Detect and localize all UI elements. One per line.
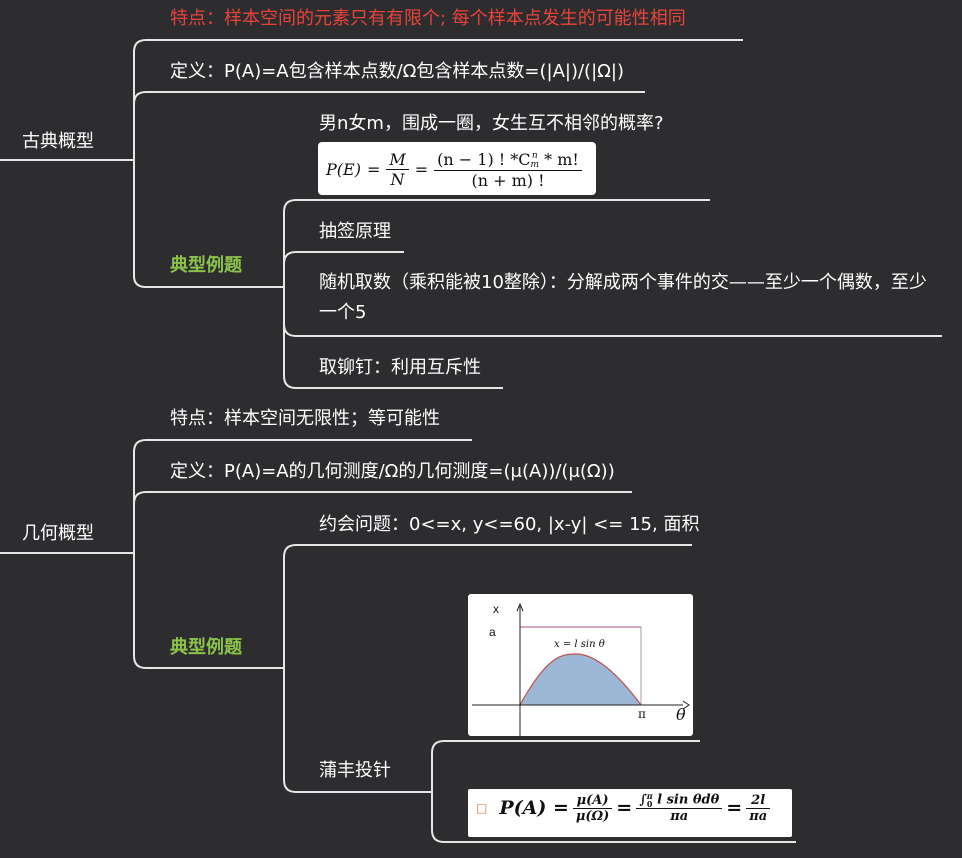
- fraction-numerator: μ(A): [572, 793, 613, 809]
- connector-classical-examples: [133, 160, 284, 288]
- geometric-feature[interactable]: 特点：样本空间无限性；等可能性: [170, 408, 440, 429]
- graph-a-label: a: [489, 625, 496, 639]
- fraction-numerator: M: [386, 150, 409, 171]
- topic-classical[interactable]: 古典概型: [22, 131, 94, 152]
- buffon-fraction-3: 2l πa: [746, 793, 771, 824]
- connector-classical-trunk: [133, 39, 743, 160]
- binom-sub: m: [530, 159, 540, 170]
- buffon-graph: x a x = l sin θ π θ: [468, 594, 693, 736]
- fraction-denominator: N: [390, 170, 405, 190]
- fraction-denominator: (n + m) !: [471, 170, 545, 190]
- equals-sign: =: [616, 797, 633, 819]
- sine-curve: [519, 653, 642, 706]
- connector-geometric-definition: [133, 491, 632, 553]
- graph-theta-label: θ: [676, 705, 686, 724]
- connector-classical-definition: [133, 91, 645, 160]
- y-axis-arrow: [516, 602, 524, 612]
- integral-body: l sin θdθ: [657, 792, 720, 808]
- fraction-denominator: πa: [749, 808, 768, 824]
- classical-examples-label[interactable]: 典型例题: [170, 255, 242, 276]
- equals-sign: =: [726, 797, 743, 819]
- example-meeting-problem[interactable]: 约会问题：0<=x, y<=60, |x-y| <= 15, 面积: [319, 514, 700, 535]
- connector-geometric-feature: [133, 439, 472, 553]
- graph-curve-label: x = l sin θ: [554, 639, 605, 650]
- connector-examples-q-circle: [283, 199, 710, 287]
- x-axis-arrow: [682, 700, 690, 710]
- formula-lhs: P(E): [326, 160, 361, 180]
- numerator-tail: * m!: [539, 150, 579, 169]
- buffon-fraction-1: μ(A) μ(Ω): [572, 793, 613, 824]
- geometric-examples-label[interactable]: 典型例题: [170, 637, 242, 658]
- integral-sign: ∫: [639, 792, 647, 808]
- numerator-main: (n − 1) ! *C: [437, 150, 531, 169]
- definition-prefix: 定义：: [170, 461, 224, 482]
- example-rivet[interactable]: 取铆钉：利用互斥性: [319, 357, 481, 378]
- buffon-graph-svg: [472, 602, 690, 736]
- curve-area: [520, 654, 641, 705]
- connector-examples-q-rivet: [283, 287, 503, 389]
- fraction-m-over-n: M N: [386, 150, 409, 190]
- example-lottery[interactable]: 抽签原理: [319, 221, 391, 242]
- connector-examples-q-draw: [283, 251, 404, 287]
- fraction-numerator: 2l: [746, 793, 771, 809]
- integral-lower: 0: [646, 799, 653, 809]
- example-random-number[interactable]: 随机取数（乘积能被10整除）：分解成两个事件的交——至少一个偶数，至少一个5: [319, 272, 927, 323]
- connector-buffon-graph: [431, 740, 700, 792]
- connector-g-q-meeting: [283, 544, 692, 668]
- graph-x-label: x: [493, 602, 499, 616]
- geometric-definition[interactable]: 定义：P(A)=A的几何测度/Ω的几何测度=(μ(A))/(μ(Ω)): [170, 460, 615, 484]
- checkbox-icon[interactable]: □: [476, 801, 488, 815]
- buffon-lhs: P(A) =: [499, 797, 569, 819]
- fraction-denominator: μ(Ω): [575, 808, 610, 824]
- connector-buffon-formula: [431, 792, 796, 843]
- example-circle-seating[interactable]: 男n女m，围成一圈，女生互不相邻的概率?: [319, 113, 664, 134]
- connector-geometric-examples: [133, 553, 284, 669]
- binom-sup: n: [531, 150, 538, 161]
- classical-definition[interactable]: 定义：P(A)=A包含样本点数/Ω包含样本点数=(|A|)/(|Ω|): [170, 61, 624, 82]
- topic-geometric[interactable]: 几何概型: [22, 523, 94, 544]
- connector-g-q-buffon: [283, 668, 432, 793]
- graph-pi-label: π: [638, 707, 646, 721]
- definition-rest: P(A)=A的几何测度/Ω的几何测度=(μ(A))/(μ(Ω)): [224, 461, 615, 482]
- classical-feature[interactable]: 特点：样本空间的元素只有有限个; 每个样本点发生的可能性相同: [170, 8, 686, 29]
- integral-upper: π: [646, 791, 653, 801]
- equals-sign: =: [414, 160, 429, 180]
- equals-sign: =: [366, 160, 381, 180]
- fraction-denominator: πa: [670, 809, 689, 824]
- example-buffon-needle[interactable]: 蒲丰投针: [319, 760, 391, 781]
